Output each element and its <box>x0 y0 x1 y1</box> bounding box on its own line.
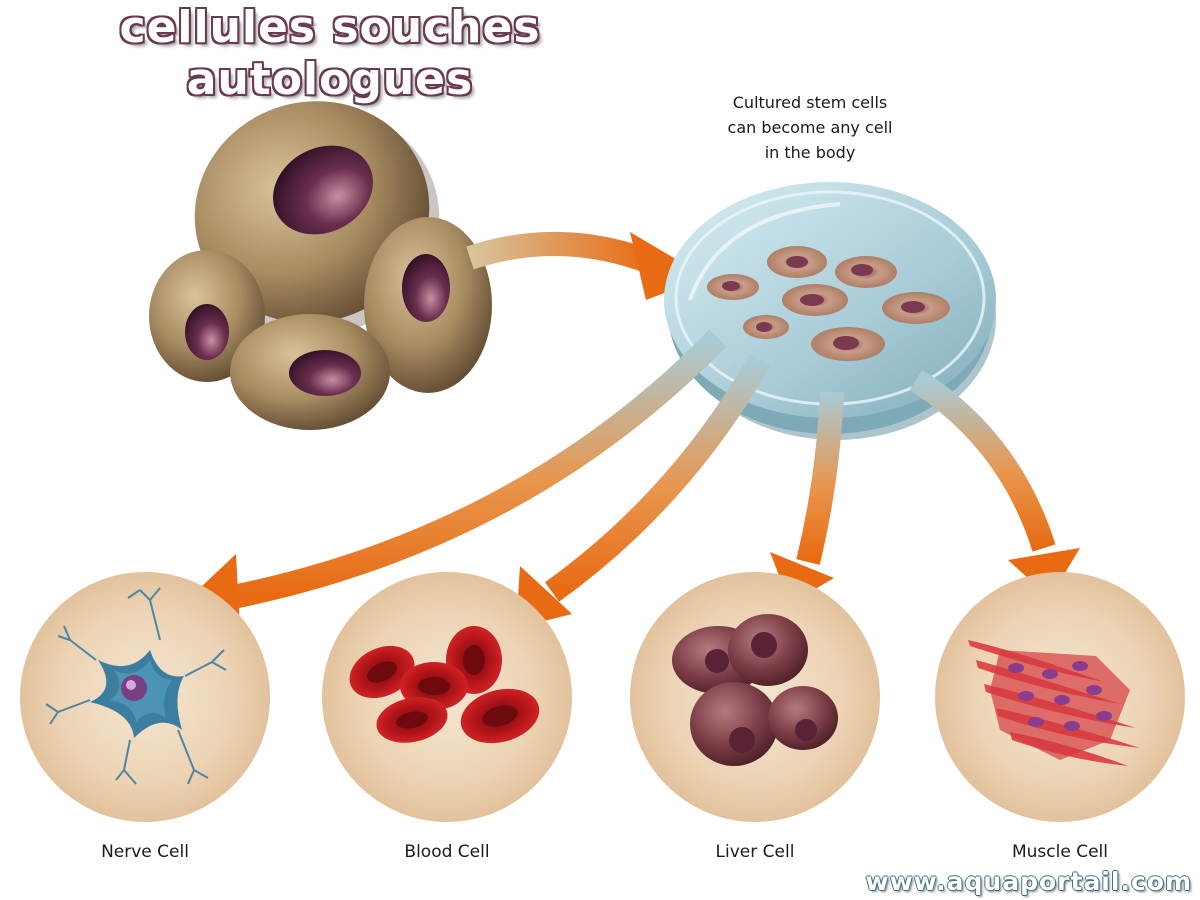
liver-cell <box>630 572 880 822</box>
watermark: www.aquaportail.com <box>865 867 1192 896</box>
blood-cell-label: Blood Cell <box>404 842 490 862</box>
dish-caption-line-3: in the body <box>764 143 856 162</box>
muscle-cell <box>935 572 1185 822</box>
muscle-cell-label: Muscle Cell <box>1011 842 1108 862</box>
right-stem-cell-nucleus <box>402 254 450 322</box>
hepatocytes <box>672 614 838 766</box>
dish-caption-line-1: Cultured stem cells <box>732 93 888 112</box>
liver-cell-label: Liver Cell <box>715 842 795 862</box>
left-stem-cell-nucleus <box>185 304 229 360</box>
cultured-stem-cells <box>707 246 950 361</box>
dish-caption-line-2: can become any cell <box>727 118 893 137</box>
blood-cell <box>322 572 572 822</box>
main-title: cellules souches autologues <box>60 2 600 106</box>
autologous-stem-cell-cluster <box>149 101 492 430</box>
arrow-to-muscle-cell <box>909 369 1080 598</box>
bottom-stem-cell-nucleus <box>289 350 361 396</box>
muscle-fibers <box>968 640 1140 766</box>
nerve-cell <box>20 572 270 822</box>
nerve-cell-label: Nerve Cell <box>101 842 189 862</box>
title-line-1: cellules souches <box>119 2 541 53</box>
large-stem-cell-nucleus <box>273 145 373 235</box>
red-blood-cells <box>349 626 540 744</box>
title-line-2: autologues <box>186 54 474 105</box>
dish-caption: Cultured stem cells can become any cell … <box>690 90 930 165</box>
